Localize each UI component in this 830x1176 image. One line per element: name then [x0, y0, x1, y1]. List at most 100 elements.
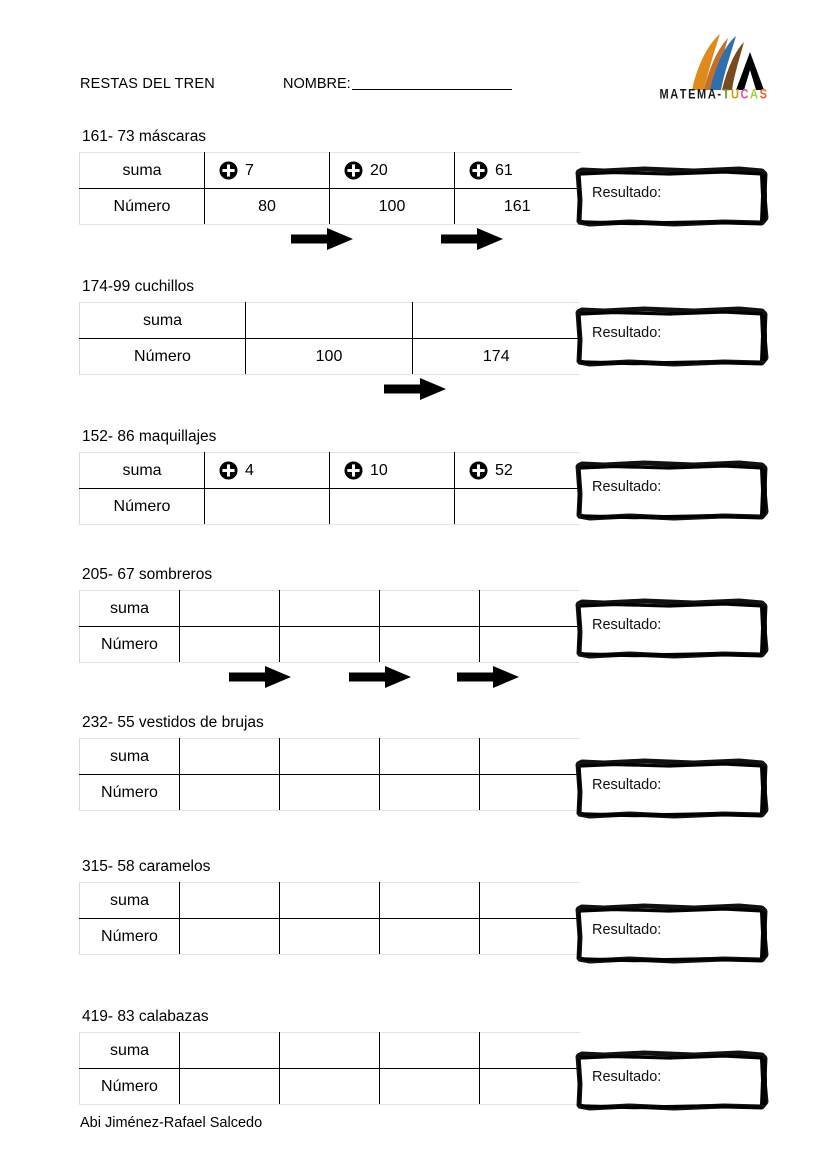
logo-letter-11: S	[759, 87, 769, 103]
data-cell[interactable]: 52	[454, 452, 580, 489]
cell-value: suma	[109, 891, 150, 909]
data-cell[interactable]	[479, 774, 580, 811]
arrow-right-icon	[441, 228, 503, 250]
data-cell[interactable]: 100	[245, 338, 413, 375]
data-cell[interactable]	[279, 626, 380, 663]
data-cell[interactable]	[479, 1032, 580, 1069]
data-cell[interactable]	[179, 1068, 280, 1105]
result-box[interactable]: Resultado:	[574, 903, 770, 965]
cell-value: suma	[109, 747, 150, 765]
data-cell[interactable]: 80	[204, 188, 330, 225]
logo-swooshes	[692, 34, 764, 90]
result-label: Resultado:	[592, 1069, 662, 1085]
data-cell[interactable]	[412, 302, 580, 339]
data-cell[interactable]	[179, 918, 280, 955]
data-cell[interactable]	[479, 738, 580, 775]
name-field[interactable]: NOMBRE:	[283, 76, 512, 92]
flow-arrow-1	[349, 664, 413, 690]
logo-letter-0: M	[659, 87, 671, 103]
data-cell[interactable]	[279, 1032, 380, 1069]
data-cell[interactable]	[379, 738, 480, 775]
row-label-cell: suma	[79, 590, 180, 627]
data-cell[interactable]: 7	[204, 152, 330, 189]
data-cell[interactable]	[479, 918, 580, 955]
logo-letter-5: A	[707, 87, 718, 103]
data-cell[interactable]	[379, 882, 480, 919]
result-box[interactable]: Resultado:	[574, 306, 770, 368]
data-cell[interactable]	[179, 882, 280, 919]
logo-letter-7: T	[722, 87, 731, 103]
result-box[interactable]: Resultado:	[574, 598, 770, 660]
data-cell[interactable]	[179, 626, 280, 663]
data-cell[interactable]: 61	[454, 152, 580, 189]
cell-value: Número	[101, 635, 158, 653]
data-cell[interactable]	[479, 882, 580, 919]
data-cell[interactable]: 4	[204, 452, 330, 489]
data-cell[interactable]	[379, 774, 480, 811]
result-box-frame	[575, 460, 769, 521]
page-title: RESTAS DEL TREN	[80, 76, 215, 92]
logo-letter-4: M	[697, 87, 708, 103]
row-label-cell: suma	[79, 452, 205, 489]
cell-value: 52	[495, 461, 513, 479]
data-cell[interactable]	[379, 626, 480, 663]
data-cell[interactable]: 100	[329, 188, 455, 225]
result-label: Resultado:	[592, 325, 662, 341]
data-cell[interactable]	[329, 488, 455, 525]
cell-value: Número	[101, 783, 158, 801]
data-cell[interactable]	[279, 590, 380, 627]
data-cell[interactable]	[179, 590, 280, 627]
result-box[interactable]: Resultado:	[574, 758, 770, 820]
data-cell[interactable]	[179, 774, 280, 811]
data-cell[interactable]	[204, 488, 330, 525]
plus-circle-icon	[344, 461, 363, 480]
data-cell[interactable]	[379, 590, 480, 627]
row-label-cell: Número	[79, 188, 205, 225]
data-cell[interactable]	[279, 1068, 380, 1105]
data-cell[interactable]	[379, 1068, 480, 1105]
cell-value: 174	[482, 347, 510, 365]
logo-letter-9: C	[740, 87, 751, 103]
result-label: Resultado:	[592, 479, 662, 495]
cell-value: Número	[101, 1077, 158, 1095]
data-cell[interactable]: 20	[329, 152, 455, 189]
name-write-line[interactable]	[351, 89, 512, 90]
data-cell[interactable]	[454, 488, 580, 525]
logo-letter-1: A	[670, 87, 680, 103]
row-label-cell: Número	[79, 488, 205, 525]
data-cell[interactable]	[179, 738, 280, 775]
data-cell[interactable]	[279, 882, 380, 919]
exercise-title: 315- 58 caramelos	[82, 858, 211, 875]
table-row: suma	[79, 590, 580, 627]
flow-arrow-0	[384, 376, 448, 402]
data-cell[interactable]	[279, 774, 380, 811]
result-box[interactable]: Resultado:	[574, 166, 770, 228]
cell-value: 100	[315, 347, 343, 365]
cell-value: Número	[113, 197, 171, 215]
data-cell[interactable]	[479, 590, 580, 627]
data-cell[interactable]: 10	[329, 452, 455, 489]
data-cell[interactable]	[379, 918, 480, 955]
data-cell[interactable]	[245, 302, 413, 339]
data-cell[interactable]	[479, 626, 580, 663]
data-cell[interactable]	[279, 738, 380, 775]
flow-arrow-2	[457, 664, 521, 690]
table-row: suma	[79, 302, 580, 339]
data-cell[interactable]	[379, 1032, 480, 1069]
plus-circle-icon	[344, 161, 363, 180]
plus-circle-icon	[219, 461, 238, 480]
flow-arrow-1	[441, 226, 505, 252]
result-box[interactable]: Resultado:	[574, 460, 770, 522]
arrow-right-icon	[457, 666, 519, 688]
data-cell[interactable]: 174	[412, 338, 580, 375]
data-cell[interactable]	[179, 1032, 280, 1069]
data-cell[interactable]	[279, 918, 380, 955]
data-cell[interactable]: 161	[454, 188, 580, 225]
result-box[interactable]: Resultado:	[574, 1050, 770, 1112]
table-row: suma	[79, 1032, 580, 1069]
data-cell[interactable]	[479, 1068, 580, 1105]
